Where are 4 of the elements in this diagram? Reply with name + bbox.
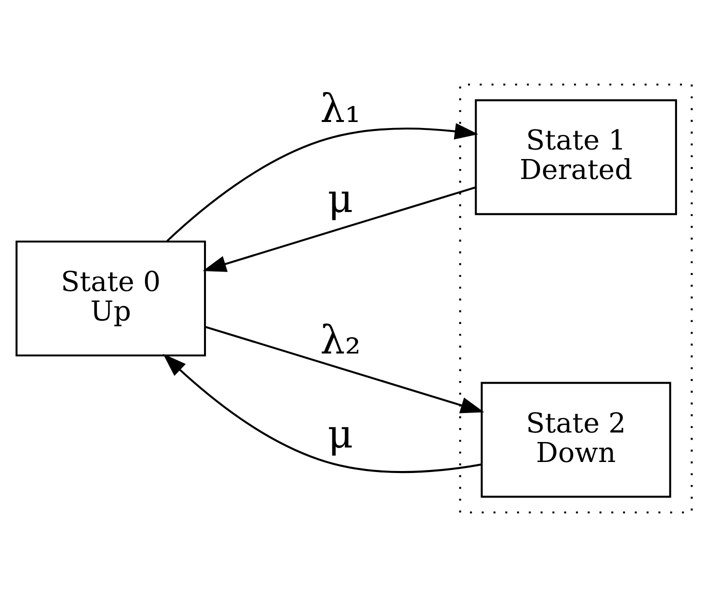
edge-label: λ₁ <box>320 86 361 132</box>
edge-label: μ <box>328 412 354 458</box>
edge-label: λ₂ <box>320 318 361 363</box>
edge-label: μ <box>328 176 354 222</box>
